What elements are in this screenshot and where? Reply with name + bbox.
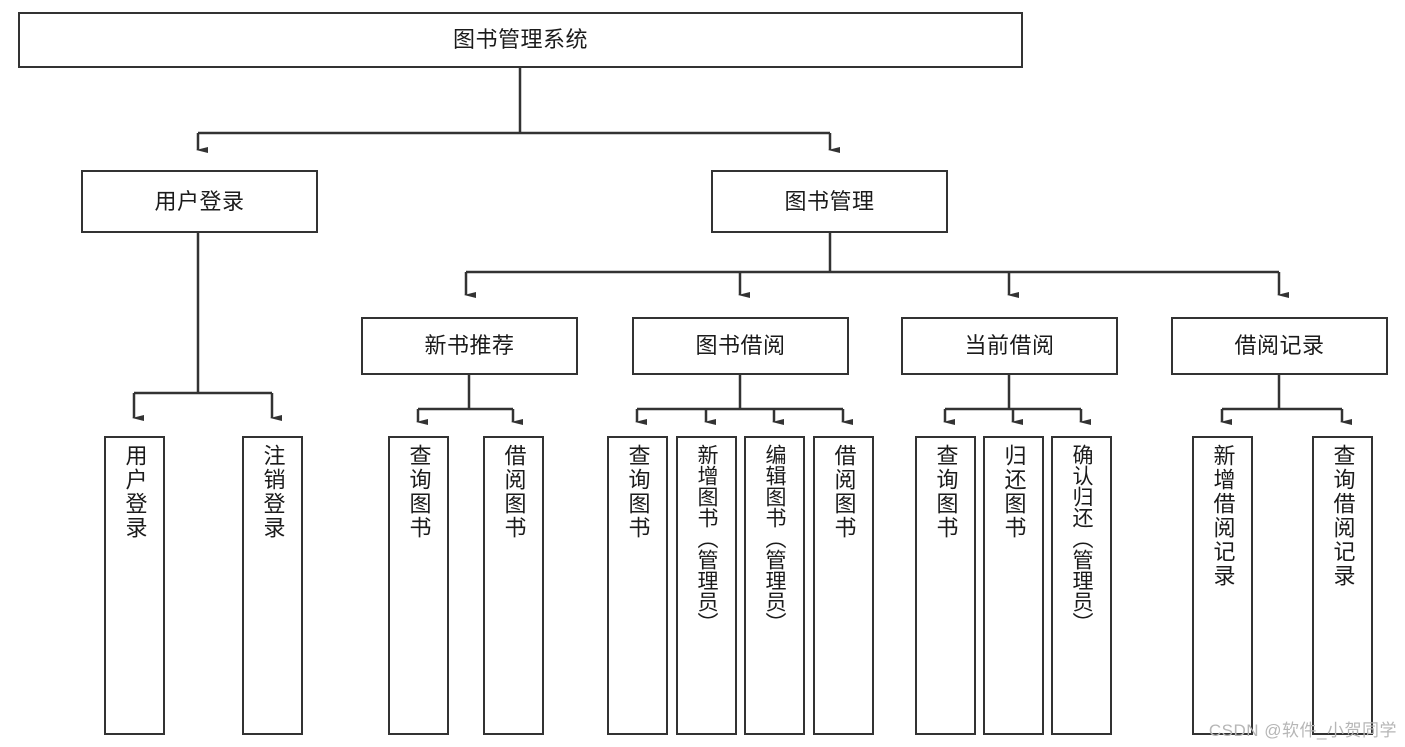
node-label: 查询图书 bbox=[406, 444, 432, 540]
node-book-borrow[interactable]: 图书借阅 bbox=[632, 317, 849, 375]
node-label: 确认归还（管理员） bbox=[1070, 444, 1093, 633]
node-leaf-edit-book-admin[interactable]: 编辑图书（管理员） bbox=[744, 436, 805, 735]
node-book-management[interactable]: 图书管理 bbox=[711, 170, 948, 233]
node-leaf-query-book-recommend[interactable]: 查询图书 bbox=[388, 436, 449, 735]
node-label: 用户登录 bbox=[122, 444, 148, 540]
node-leaf-add-book-admin[interactable]: 新增图书（管理员） bbox=[676, 436, 737, 735]
node-leaf-query-book-borrow[interactable]: 查询图书 bbox=[607, 436, 668, 735]
node-label: 编辑图书（管理员） bbox=[763, 444, 786, 633]
node-label: 当前借阅 bbox=[964, 333, 1055, 359]
csdn-watermark: CSDN @软件_小贺同学 bbox=[1208, 721, 1397, 740]
node-label: 借阅记录 bbox=[1234, 333, 1325, 359]
node-label: 新增图书（管理员） bbox=[695, 444, 718, 633]
node-label: 新书推荐 bbox=[424, 333, 515, 359]
node-label: 查询图书 bbox=[933, 444, 959, 540]
node-leaf-user-login[interactable]: 用户登录 bbox=[104, 436, 165, 735]
node-label: 查询图书 bbox=[625, 444, 651, 540]
node-leaf-add-borrow-record[interactable]: 新增借阅记录 bbox=[1192, 436, 1253, 735]
node-leaf-confirm-return-admin[interactable]: 确认归还（管理员） bbox=[1051, 436, 1112, 735]
node-label: 图书管理系统 bbox=[452, 27, 588, 53]
node-leaf-return-book[interactable]: 归还图书 bbox=[983, 436, 1044, 735]
node-leaf-query-book-current[interactable]: 查询图书 bbox=[915, 436, 976, 735]
node-label: 借阅图书 bbox=[501, 444, 527, 540]
node-borrow-record[interactable]: 借阅记录 bbox=[1171, 317, 1388, 375]
node-label: 图书管理 bbox=[784, 188, 875, 214]
node-label: 注销登录 bbox=[260, 444, 286, 540]
node-user-login[interactable]: 用户登录 bbox=[81, 170, 318, 233]
node-new-book-recommend[interactable]: 新书推荐 bbox=[361, 317, 578, 375]
node-label: 图书借阅 bbox=[695, 333, 786, 359]
node-current-borrow[interactable]: 当前借阅 bbox=[901, 317, 1118, 375]
node-leaf-query-borrow-record[interactable]: 查询借阅记录 bbox=[1312, 436, 1373, 735]
node-label: 查询借阅记录 bbox=[1330, 444, 1356, 588]
node-root-book-management-system[interactable]: 图书管理系统 bbox=[18, 12, 1023, 68]
node-leaf-logout-login[interactable]: 注销登录 bbox=[242, 436, 303, 735]
node-label: 用户登录 bbox=[154, 188, 245, 214]
node-label: 新增借阅记录 bbox=[1210, 444, 1236, 588]
node-leaf-borrow-book[interactable]: 借阅图书 bbox=[813, 436, 874, 735]
node-label: 归还图书 bbox=[1001, 444, 1027, 540]
node-label: 借阅图书 bbox=[831, 444, 857, 540]
node-leaf-borrow-book-recommend[interactable]: 借阅图书 bbox=[483, 436, 544, 735]
